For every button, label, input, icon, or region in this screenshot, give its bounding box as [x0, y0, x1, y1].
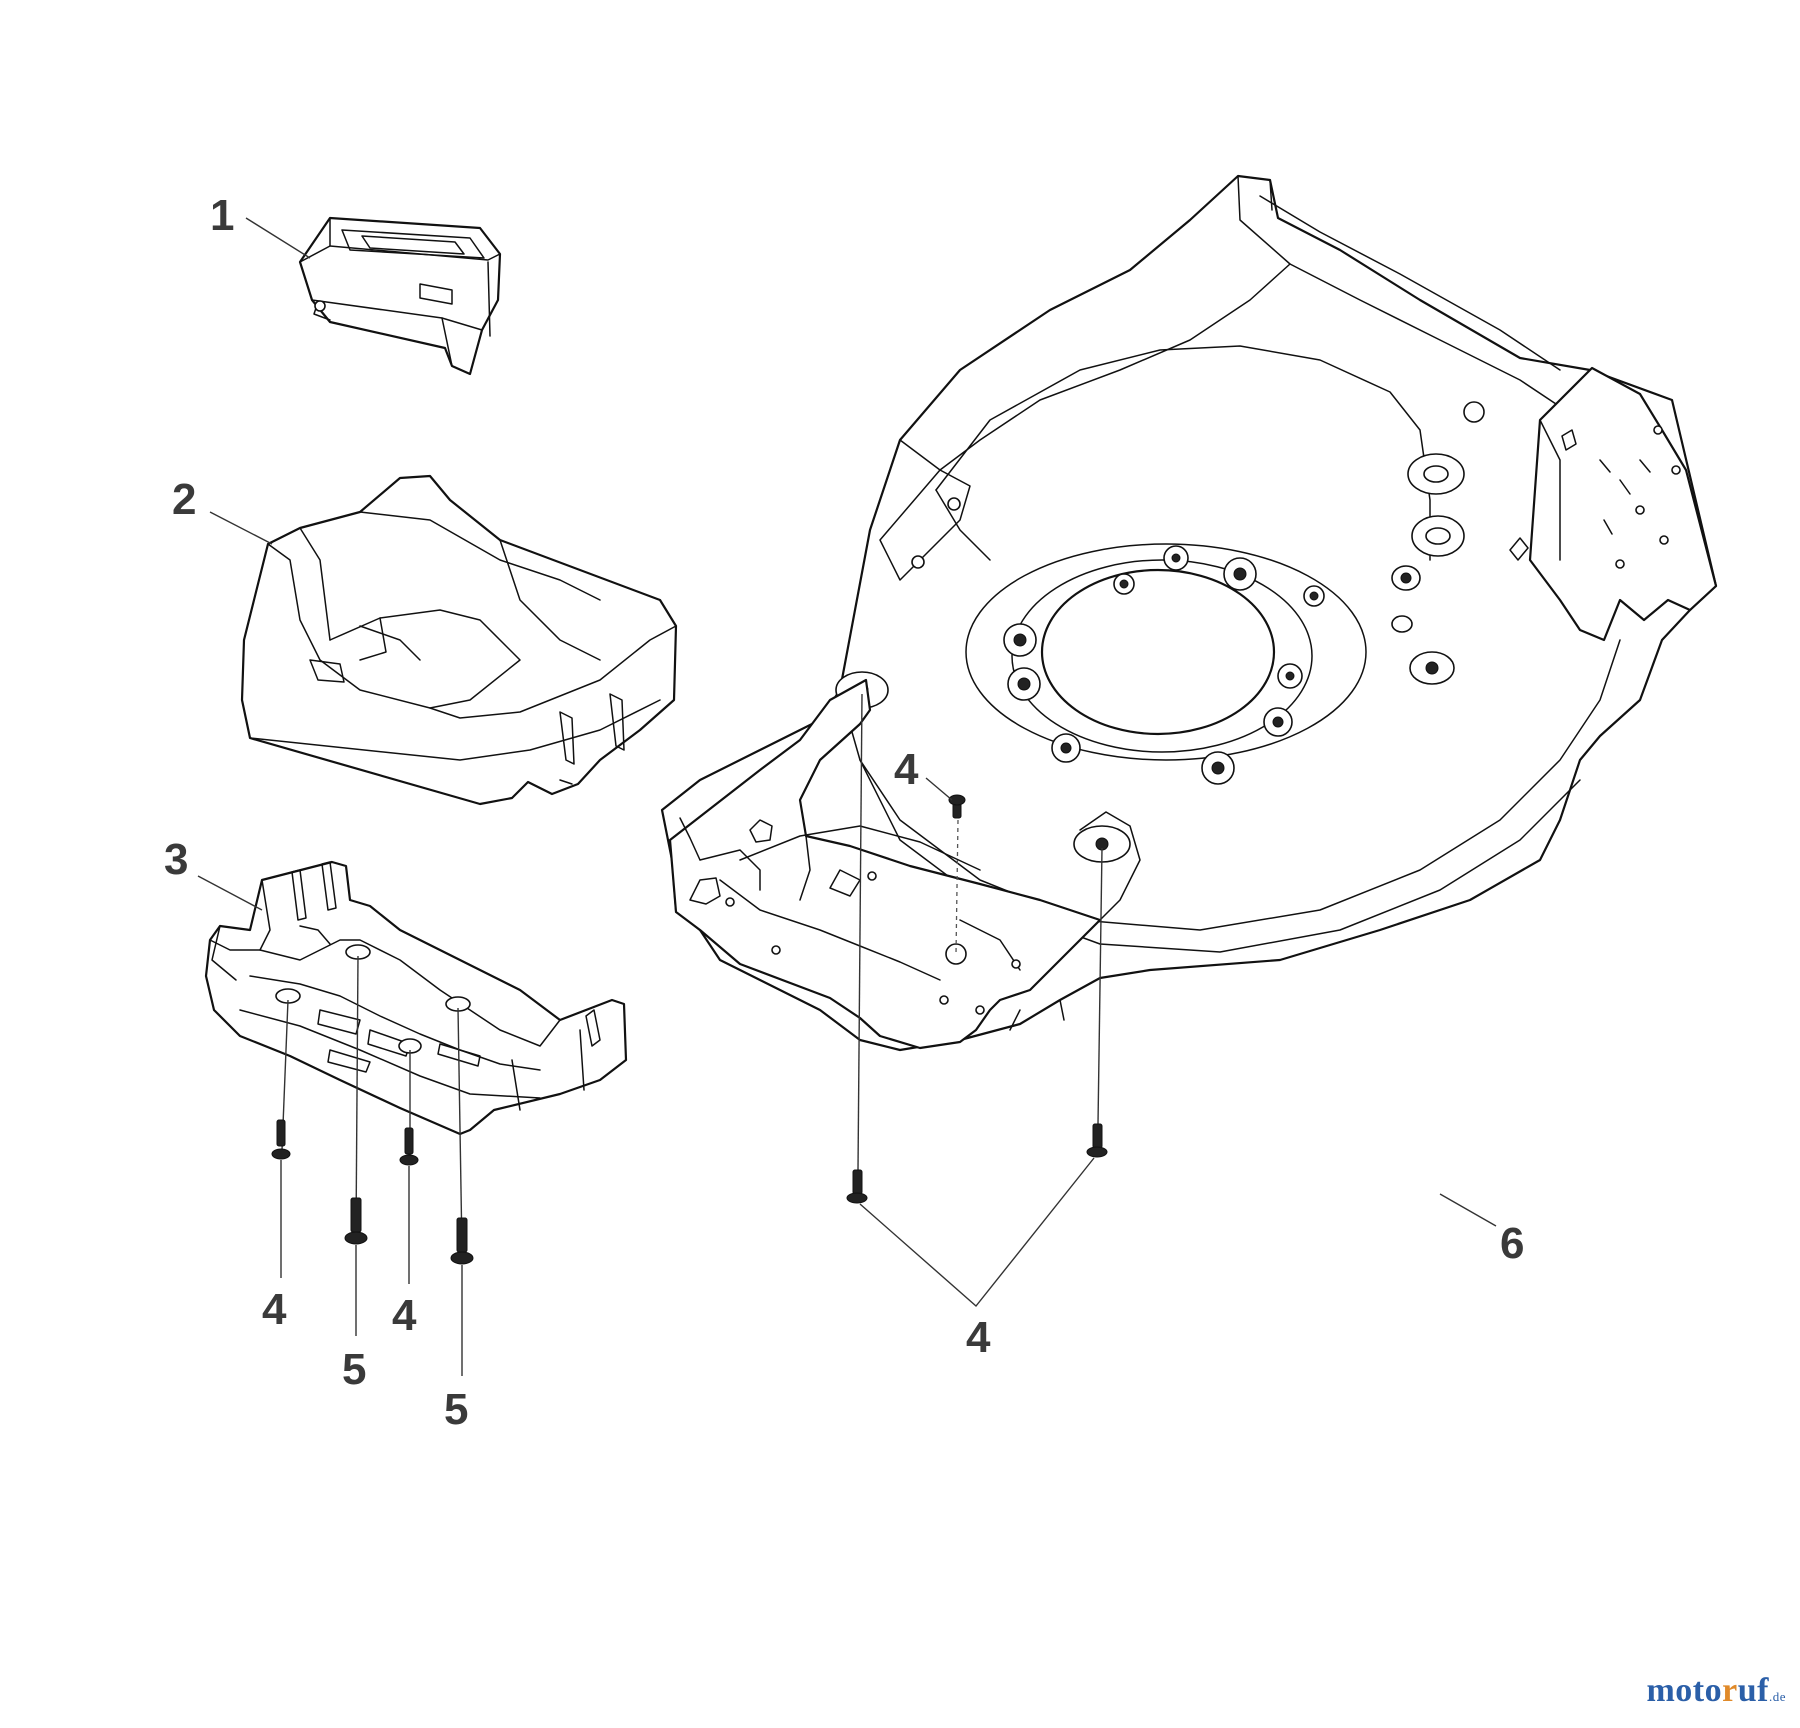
watermark-logo: motoruf.de — [1646, 1672, 1786, 1709]
callout-6: 6 — [1500, 1219, 1524, 1268]
callout-3: 3 — [164, 835, 188, 884]
part-1-cap — [298, 216, 502, 376]
callout-5-cover-left: 5 — [342, 1345, 366, 1394]
callout-1: 1 — [210, 191, 234, 240]
part-3-bottom-cover — [204, 860, 628, 1136]
screw-icon — [450, 1217, 474, 1265]
screw-icon — [344, 1197, 368, 1245]
leader-1 — [245, 217, 311, 259]
screw-group-cover — [271, 955, 474, 1376]
part-2-rear-cover — [240, 474, 678, 806]
callout-4-cover-left: 4 — [262, 1285, 287, 1334]
callout-4-cover-right: 4 — [392, 1291, 417, 1340]
part-6-mower-deck — [660, 174, 1718, 1052]
leader-2 — [209, 511, 273, 545]
callout-4-deck-bottom: 4 — [966, 1313, 991, 1362]
screw-icon — [948, 794, 966, 819]
screw-icon — [1086, 1123, 1108, 1158]
screw-group-deck — [846, 693, 1108, 1308]
leader-6 — [1439, 1193, 1497, 1227]
ring-boss-holes — [1003, 545, 1325, 785]
screw-icon — [399, 1127, 419, 1166]
callout-5-cover-right: 5 — [444, 1385, 468, 1434]
screw-icon — [846, 1169, 868, 1204]
leader-4-top — [925, 777, 953, 801]
screw-icon — [271, 1119, 291, 1160]
leader-3 — [197, 875, 263, 911]
callout-2: 2 — [172, 475, 196, 524]
callout-4-deck-top: 4 — [894, 745, 919, 794]
